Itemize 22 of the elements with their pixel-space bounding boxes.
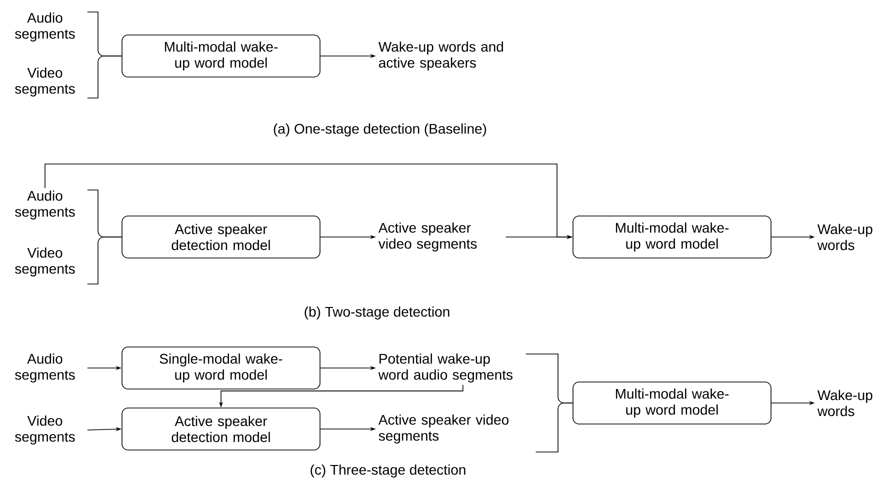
- signal-text: Audio segments: [15, 12, 75, 42]
- caption: (a) One-stage detection (Baseline): [274, 123, 486, 137]
- signal-text: Wake-up words and active speakers: [378, 41, 504, 71]
- model-box: Active speaker detection model: [122, 408, 320, 450]
- signal-text: Video segments: [15, 247, 75, 277]
- signal-text: Audio segments: [15, 190, 75, 220]
- model-box: Single-modal wake-up word model: [122, 346, 320, 390]
- signal-text: Wake-up words: [817, 224, 872, 250]
- signal-text: Active speaker video segments: [378, 222, 477, 252]
- model-box: Multi-modal wake-up word model: [122, 34, 320, 78]
- signal-text: Audio segments: [15, 353, 75, 383]
- signal-text: Video segments: [15, 415, 75, 445]
- caption: (c) Three-stage detection: [310, 464, 466, 478]
- model-box: Multi-modal wake-up word model: [572, 216, 772, 258]
- caption: (b) Two-stage detection: [304, 306, 450, 320]
- brace: [535, 402, 573, 452]
- signal-text: Potential wake-up word audio segments: [378, 353, 512, 383]
- model-box: Active speaker detection model: [122, 216, 320, 258]
- signal-text: Wake-up words: [817, 390, 872, 416]
- signal-text: Active speaker video segments: [378, 414, 509, 444]
- signal-text: Video segments: [15, 67, 75, 97]
- model-box: Multi-modal wake-up word model: [572, 382, 772, 424]
